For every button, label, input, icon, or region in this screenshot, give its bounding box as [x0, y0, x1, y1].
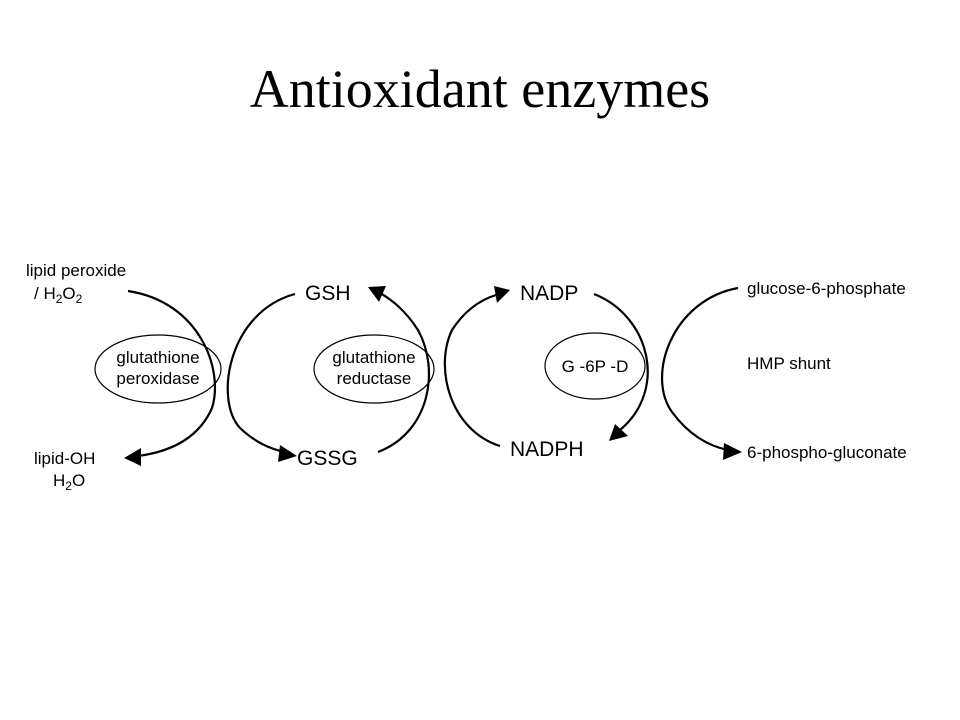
hmp-shunt-arc: [661, 286, 739, 452]
nadph-arrowhead: [609, 424, 628, 441]
gsh-label: GSH: [305, 282, 351, 305]
glutathione-peroxidase-ellipse: [94, 334, 222, 404]
glutathione-reductase-line2: reductase: [337, 369, 412, 388]
gssg-label: GSSG: [297, 447, 358, 470]
gssg-arrowhead: [278, 445, 297, 462]
nadph-label: NADPH: [510, 438, 584, 461]
nadp-to-nadph-arc: [593, 292, 649, 431]
lipid-peroxide-label: lipid peroxide: [26, 261, 126, 280]
lipid-oh-label: lipid-OH: [34, 449, 95, 468]
peroxidase-arrowhead: [124, 448, 141, 466]
glutathione-peroxidase-line1: glutathione: [116, 348, 199, 367]
hmp-arrowhead: [723, 443, 742, 460]
6-phospho-gluconate-label: 6-phospho-gluconate: [747, 443, 907, 462]
glutathione-reductase-line1: glutathione: [332, 348, 415, 367]
nadp-arrowhead: [494, 286, 510, 303]
hmp-shunt-label: HMP shunt: [747, 354, 831, 373]
h2o2-label: / H2O2: [34, 284, 83, 306]
g6pd-ellipse: [544, 332, 646, 400]
gsh-arrowhead: [368, 286, 386, 302]
nadph-to-nadp-arc: [443, 293, 501, 448]
glutathione-reductase-ellipse: [313, 334, 435, 404]
gssg-to-gsh-arc: [377, 292, 431, 454]
nadp-label: NADP: [520, 282, 578, 305]
peroxidase-arc: [127, 289, 217, 458]
gsh-to-gssg-arc: [226, 292, 296, 454]
glutathione-peroxidase-line2: peroxidase: [116, 369, 199, 388]
glucose-6-phosphate-label: glucose-6-phosphate: [747, 279, 906, 298]
g6pd-label: G -6P -D: [562, 357, 629, 376]
slide-title: Antioxidant enzymes: [249, 59, 711, 119]
h2o-label: H2O: [53, 471, 85, 493]
